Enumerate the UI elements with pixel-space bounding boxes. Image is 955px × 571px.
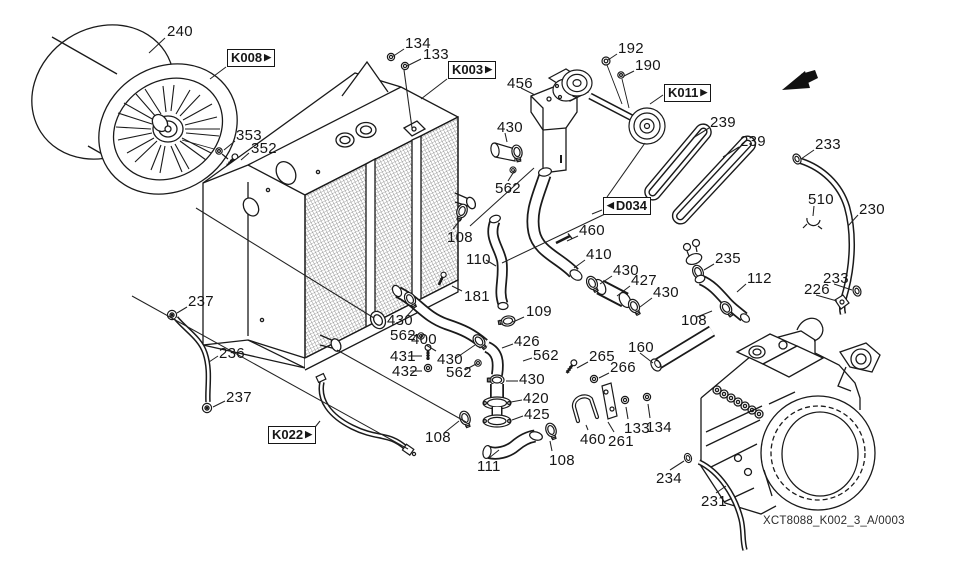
- part-label-112-47: 112: [747, 270, 772, 287]
- hose-stub-430: [490, 142, 525, 174]
- ref-box-label: K011: [668, 85, 699, 100]
- ref-box-K003[interactable]: K003▶: [448, 61, 496, 79]
- part-label-432-28: 432: [392, 363, 418, 380]
- part-label-237-53: 237: [226, 389, 252, 406]
- part-label-426-31: 426: [514, 333, 540, 350]
- part-label-510-13: 510: [808, 191, 834, 208]
- part-label-430-29: 430: [437, 351, 463, 368]
- part-label-108-20: 108: [447, 229, 473, 246]
- part-label-239-11: 239: [740, 133, 766, 150]
- ref-box-label: D034: [615, 198, 647, 213]
- cooling-fan-drawing: [31, 24, 238, 195]
- engine-drawing: [700, 317, 881, 515]
- direction-arrow-icon: [782, 70, 818, 90]
- overflow-hose-230-group: [790, 152, 863, 315]
- part-label-133-41: 133: [624, 420, 650, 437]
- outlet-tube-400: [391, 284, 490, 373]
- arrow-right-icon: ▶: [700, 87, 708, 97]
- part-label-233-12: 233: [815, 136, 841, 153]
- part-label-192-8: 192: [618, 40, 644, 57]
- part-label-133-2: 133: [423, 46, 449, 63]
- part-label-265-43: 265: [589, 348, 615, 365]
- part-label-425-35: 425: [524, 406, 550, 423]
- part-label-234-54: 234: [656, 470, 682, 487]
- part-label-239-10: 239: [710, 114, 736, 131]
- part-label-427-18: 427: [631, 272, 657, 289]
- thermostat-hose-group: [682, 238, 751, 323]
- part-label-352-4: 352: [251, 140, 277, 157]
- part-label-456-5: 456: [507, 75, 533, 92]
- ref-box-K022[interactable]: K022▶: [268, 426, 316, 444]
- water-outlet-stack: [457, 341, 560, 460]
- part-label-109-23: 109: [526, 303, 552, 320]
- part-label-430-6: 430: [497, 119, 523, 136]
- arrow-right-icon: ▶: [485, 64, 492, 74]
- part-label-410-16: 410: [586, 246, 612, 263]
- part-label-353-3: 353: [236, 127, 262, 144]
- drawing-number: XCT8088_K002_3_A/0003: [763, 515, 905, 527]
- engine-drain-hose-231: [682, 451, 748, 551]
- part-label-562-25: 562: [390, 327, 416, 344]
- radiator-mount-washers: [386, 52, 410, 71]
- part-label-562-7: 562: [495, 180, 521, 197]
- part-label-134-1: 134: [405, 35, 431, 52]
- arrow-right-icon: ▶: [305, 429, 312, 439]
- part-label-231-55: 231: [701, 493, 727, 510]
- part-label-266-44: 266: [610, 359, 636, 376]
- part-label-235-46: 235: [715, 250, 741, 267]
- part-label-190-9: 190: [635, 57, 661, 74]
- part-label-430-19: 430: [653, 284, 679, 301]
- ref-box-D034[interactable]: ◀D034: [603, 197, 651, 215]
- part-label-237-51: 237: [188, 293, 214, 310]
- part-label-111-37: 111: [477, 458, 501, 475]
- part-label-108-38: 108: [549, 452, 575, 469]
- part-label-460-15: 460: [579, 222, 605, 239]
- part-label-160-45: 160: [628, 339, 654, 356]
- part-label-430-17: 430: [613, 262, 639, 279]
- part-label-562-30: 562: [446, 364, 472, 381]
- part-label-236-52: 236: [219, 345, 245, 362]
- part-label-226-50: 226: [804, 281, 830, 298]
- part-label-240-0: 240: [167, 23, 193, 40]
- part-label-420-34: 420: [523, 390, 549, 407]
- arrow-right-icon: ▶: [264, 52, 271, 62]
- upper-radiator-hose-410: [526, 167, 583, 281]
- part-label-400-26: 400: [411, 331, 437, 348]
- ref-box-K008[interactable]: K008▶: [227, 49, 275, 67]
- water-pump-drawing: [547, 56, 666, 145]
- part-label-108-48: 108: [681, 312, 707, 329]
- part-label-108-36: 108: [425, 429, 451, 446]
- drain-hose-236-group: [166, 309, 213, 414]
- part-label-233-49: 233: [823, 270, 849, 287]
- part-label-134-42: 134: [646, 419, 672, 436]
- part-label-261-40: 261: [608, 433, 634, 450]
- radiator-inlet-hose-110: [487, 214, 509, 311]
- leader-lines: [131, 37, 859, 494]
- ref-box-label: K003: [452, 62, 484, 77]
- ref-box-label: K008: [231, 50, 263, 65]
- ref-box-K011[interactable]: K011▶: [664, 84, 712, 102]
- ref-box-label: K022: [272, 427, 304, 442]
- part-label-181-22: 181: [464, 288, 490, 305]
- hose-coupling-427: [583, 273, 644, 318]
- part-label-110-21: 110: [466, 251, 491, 268]
- part-label-562-32: 562: [533, 347, 559, 364]
- part-label-430-24: 430: [387, 312, 413, 329]
- part-label-431-27: 431: [390, 348, 416, 365]
- fan-mount-fasteners: [215, 147, 241, 170]
- part-label-230-14: 230: [859, 201, 885, 218]
- part-label-430-33: 430: [519, 371, 545, 388]
- pipe-bracket-group: [563, 325, 716, 424]
- arrow-left-icon: ◀: [607, 200, 614, 210]
- part-label-460-39: 460: [580, 431, 606, 448]
